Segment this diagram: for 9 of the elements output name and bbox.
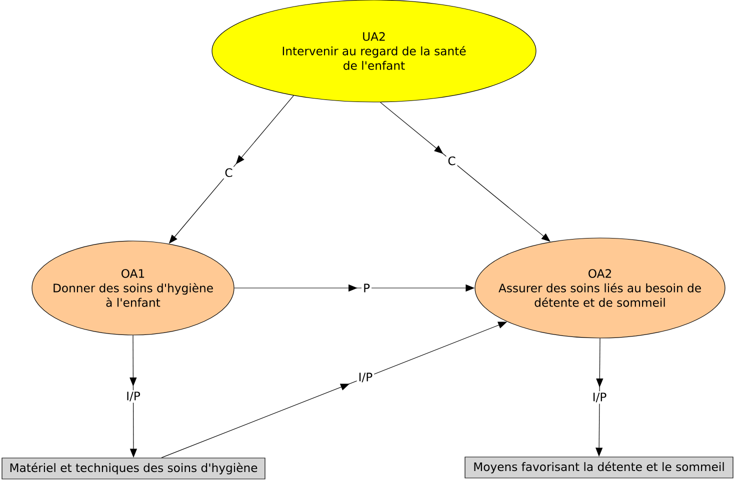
edge-label: I/P xyxy=(590,391,608,404)
edge-label: C xyxy=(223,166,234,179)
edge-label: I/P xyxy=(356,371,374,384)
edge-label: C xyxy=(446,154,458,167)
edge-label: I/P xyxy=(124,390,142,403)
arrow xyxy=(380,102,550,242)
resource-box: Matériel et techniques des soins d'hygiène xyxy=(2,458,266,480)
resource-box: Moyens favorisant la détente et le sommeil xyxy=(464,456,734,478)
edge-label: P xyxy=(362,282,372,294)
